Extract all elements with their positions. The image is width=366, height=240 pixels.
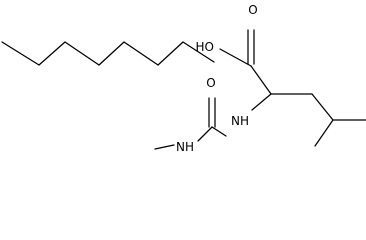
- bond-ch2-nh-left: [154, 144, 175, 150]
- bond-ch2-ch: [311, 93, 334, 121]
- chemical-structure-diagram: O HO NH O NH: [1, 3, 366, 154]
- bond-hexyl-6: [157, 41, 184, 66]
- bond-nh-right-alpha: [251, 93, 272, 111]
- bond-carbonyl-nh-right: [211, 126, 227, 137]
- bond-alpha-carboxyl: [250, 65, 272, 95]
- bond-hexyl-2: [38, 41, 66, 66]
- atom-labels: O HO NH O NH: [176, 3, 258, 154]
- bond-hexyl-1: [1, 41, 40, 66]
- bond-lines: [1, 29, 366, 150]
- bond-nh-left-carbonyl: [197, 126, 213, 142]
- oxygen-carbonyl-acid-label: O: [248, 3, 257, 17]
- bond-hexyl-3: [64, 41, 100, 66]
- hydroxyl-label: HO: [196, 40, 214, 54]
- amine-left-label: NH: [176, 140, 194, 154]
- bond-hexyl-5: [123, 41, 159, 66]
- bond-ch-methyl-b: [314, 119, 334, 147]
- bond-carboxyl-oh: [219, 48, 252, 67]
- amine-right-label: NH: [231, 114, 249, 128]
- bond-hexyl-4: [98, 41, 125, 66]
- bond-hexyl-7: [182, 41, 215, 63]
- oxygen-carbonyl-urea-label: O: [206, 76, 215, 90]
